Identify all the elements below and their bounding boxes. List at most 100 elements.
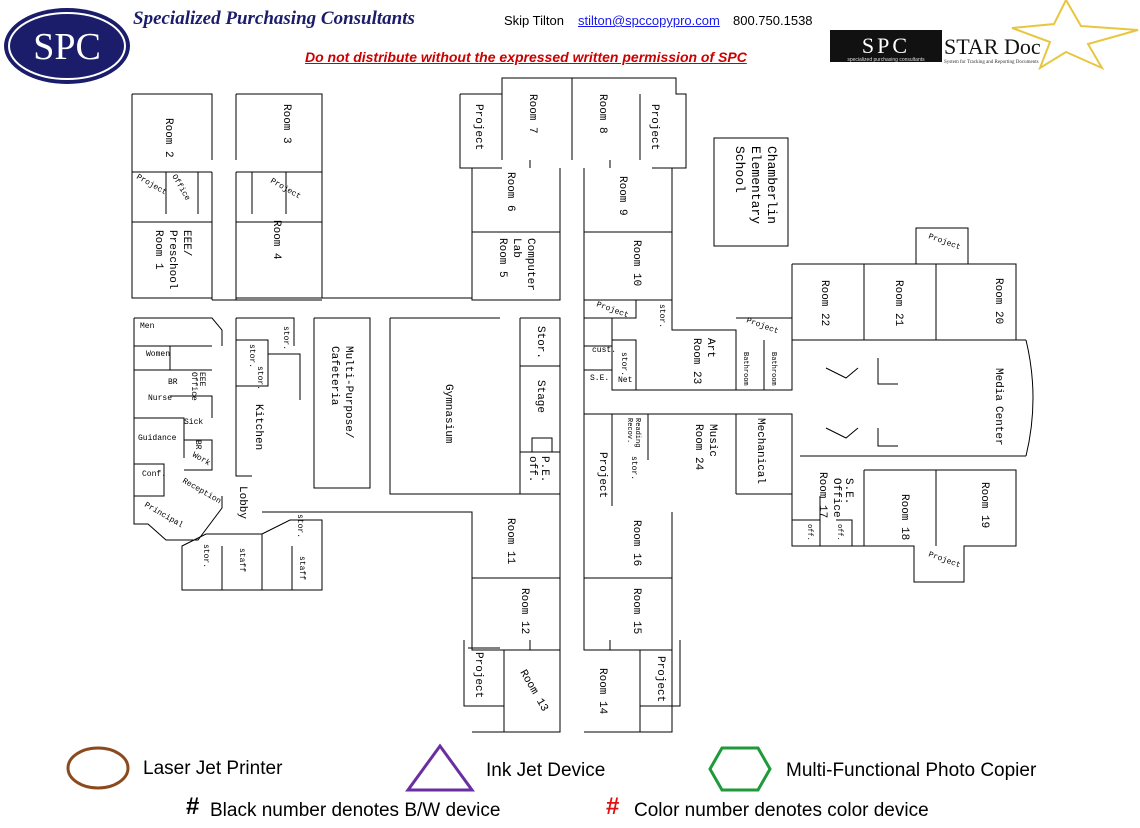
room-11-label: Room 11 <box>504 518 516 565</box>
kitchen-label: Kitchen <box>252 404 264 450</box>
room-13-label: Room 13 <box>517 668 551 714</box>
media-line2: Center <box>992 406 1004 446</box>
cafeteria-line2: Cafeteria <box>328 346 340 406</box>
room-9-label: Room 9 <box>616 176 628 216</box>
stor-art: stor. <box>657 304 666 328</box>
room-21-label: Room 21 <box>892 280 904 327</box>
pe-line2: off. <box>526 456 538 482</box>
room-5-line2: Lab <box>510 238 522 258</box>
room-24-line1: Music <box>706 424 718 457</box>
lobby-label: Lobby <box>236 486 248 519</box>
contact-email-link[interactable]: stilton@spccopypro.com <box>578 13 720 28</box>
hexagon-icon <box>708 746 772 792</box>
work-label: Work <box>191 451 212 468</box>
off-label-1: off. <box>805 524 813 541</box>
stardoc-spc-sub: specialized purchasing consultants <box>847 57 925 63</box>
gymnasium-label: Gymnasium <box>442 384 454 444</box>
staff-label-2: staff <box>297 556 306 580</box>
project-bath: Project <box>745 316 780 336</box>
mechanical-label: Mechanical <box>754 418 766 484</box>
eee-office-line1: EEE <box>197 372 206 387</box>
star-doc-logo: SPC specialized purchasing consultants S… <box>830 0 1139 71</box>
room-8-label: Room 8 <box>596 94 608 134</box>
room-23-line2: Room 23 <box>690 338 702 384</box>
office-room2: Office <box>169 173 191 203</box>
media-line1: Media <box>992 368 1004 401</box>
pe-line1: P.E. <box>538 456 550 482</box>
color-note: Color number denotes color device <box>634 800 929 821</box>
room-1-line3: Room 1 <box>152 230 164 270</box>
reception-label: Reception <box>181 477 223 506</box>
room-15-label: Room 15 <box>630 588 642 634</box>
room-3-label: Room 3 <box>280 104 292 144</box>
bathroom-2: Bathroom <box>769 352 777 386</box>
school-name-line2: Elementary <box>748 146 763 224</box>
room-5-line3: Room 5 <box>496 238 508 278</box>
stor-kitchen-3: stor. <box>281 326 290 350</box>
oval-icon <box>66 746 130 790</box>
nurse-label: Nurse <box>148 394 172 403</box>
off-label-2: off. <box>835 524 843 541</box>
reading-line1: Reading <box>633 418 641 447</box>
logo-text: SPC <box>33 26 101 68</box>
project-room21: Project <box>927 232 962 252</box>
stor-art-2: stor. <box>619 352 628 376</box>
br-label-2: BR <box>193 440 202 450</box>
room-20-label: Room 20 <box>992 278 1004 324</box>
room-24-line2: Room 24 <box>692 424 704 471</box>
staff-label-1: staff <box>237 548 246 572</box>
stor-kitchen-2: stor. <box>255 366 264 390</box>
contact-phone: 800.750.1538 <box>733 13 813 28</box>
room-6-label: Room 6 <box>504 172 516 212</box>
project-room8a: Project <box>648 104 660 150</box>
room-4-label: Room 4 <box>270 220 282 260</box>
stage-label: Stage <box>534 380 546 413</box>
reading-line2: Recov. <box>625 418 633 443</box>
men-label: Men <box>140 322 155 331</box>
legend-laser: Laser Jet Printer <box>143 758 283 779</box>
spc-logo: SPC <box>4 8 130 84</box>
stor-kitchen-1: stor. <box>247 344 256 368</box>
project-room14: Project <box>654 656 666 702</box>
room-2-label: Room 2 <box>162 118 174 158</box>
room-17-line1: S.E. <box>842 478 854 504</box>
project-music: Project <box>596 452 608 498</box>
br-label-1: BR <box>168 378 178 387</box>
conf-label: Conf. <box>142 470 166 479</box>
triangle-icon <box>405 743 475 792</box>
room-17-line2: Office <box>830 478 842 518</box>
stor-south-2: stor. <box>295 514 304 538</box>
principal-label: Principal <box>143 501 185 530</box>
cafeteria-line1: Multi-Purpose/ <box>342 346 354 438</box>
room-22-label: Room 22 <box>818 280 830 326</box>
legend-mfp: Multi-Functional Photo Copier <box>786 760 1037 781</box>
room-18-label: Room 18 <box>898 494 910 540</box>
room-17-line3: Room 17 <box>816 472 828 518</box>
project-room18: Project <box>927 550 962 570</box>
eee-office-line2: Office <box>189 372 198 401</box>
project-room13: Project <box>472 652 484 698</box>
project-room3: Project <box>269 177 303 202</box>
room-5-line1: Computer <box>524 238 536 291</box>
net-label: Net <box>618 376 632 385</box>
stardoc-sub: System for Tracking and Reporting Docume… <box>944 60 1039 65</box>
distribution-notice: Do not distribute without the expressed … <box>305 49 747 65</box>
room-12-label: Room 12 <box>518 588 530 634</box>
project-art: Project <box>595 300 630 320</box>
se-label: S.E. <box>590 374 609 383</box>
stor-gym: Stor. <box>534 326 546 359</box>
room-19-label: Room 19 <box>978 482 990 528</box>
room-1-line1: EEE/ <box>180 230 192 256</box>
room-10-label: Room 10 <box>630 240 642 286</box>
room-16-label: Room 16 <box>630 520 642 566</box>
hash-red-icon: # <box>606 793 620 820</box>
project-room2: Project <box>135 173 169 198</box>
stor-south-1: stor. <box>201 544 210 568</box>
room-14-label: Room 14 <box>596 668 608 715</box>
room-1-line2: Preschool <box>166 230 178 289</box>
company-name: Specialized Purchasing Consultants <box>133 8 415 29</box>
guidance-label: Guidance <box>138 434 177 443</box>
bw-note: Black number denotes B/W device <box>210 800 501 821</box>
school-name-line3: School <box>732 146 747 193</box>
